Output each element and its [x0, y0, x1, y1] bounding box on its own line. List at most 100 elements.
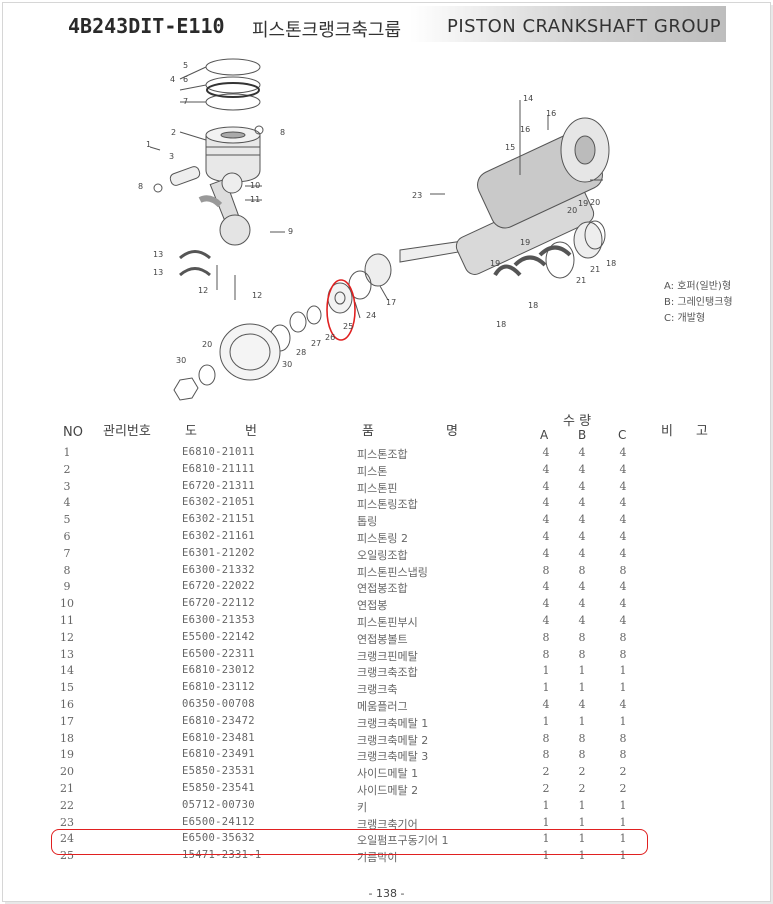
- row-qty-a: 1: [542, 815, 550, 829]
- callout-20b: 20: [590, 198, 600, 207]
- header-no: NO: [63, 425, 83, 440]
- row-qty-a: 4: [542, 580, 550, 594]
- row-no: 11: [60, 614, 74, 627]
- header-mgmt: 관리번호: [103, 424, 151, 439]
- row-qty-b: 8: [578, 647, 586, 661]
- row-qty-c: 1: [619, 664, 627, 678]
- row-qty-c: 1: [619, 832, 627, 846]
- row-no: 15: [60, 681, 74, 695]
- highlight-row-24: [51, 829, 648, 855]
- row-qty-a: 8: [542, 748, 550, 762]
- row-qty-a: 4: [542, 546, 550, 560]
- pulley: [219, 323, 281, 381]
- row-qty-a: 2: [542, 765, 550, 779]
- row-qty-a: 8: [542, 647, 550, 661]
- row-qty-a: 4: [542, 614, 550, 627]
- row-qty-a: 8: [542, 630, 550, 644]
- row-qty-c: 4: [619, 546, 627, 560]
- row-qty-a: 1: [542, 849, 550, 863]
- callout-13b: 13: [153, 268, 163, 277]
- row-qty-c: 4: [619, 530, 627, 543]
- exploded-parts-diagram: 4 5 6 7 2 1 3 8 8 10 11 9 13 13 12 12 14…: [138, 58, 616, 401]
- row-part-number: E6300-21353: [182, 614, 255, 626]
- row-part-number: E6300-21332: [182, 563, 255, 576]
- row-qty-a: 1: [542, 664, 550, 678]
- callout-19c: 19: [490, 259, 500, 268]
- callout-16: 16: [546, 109, 556, 118]
- row-qty-a: 1: [542, 798, 550, 812]
- row-qty-b: 8: [578, 731, 586, 745]
- callout-26: 27: [311, 339, 321, 348]
- row-part-name: 크랭크축기어: [357, 817, 418, 831]
- row-part-name: 피스톤링조합: [357, 498, 418, 512]
- row-qty-c: 8: [619, 731, 627, 745]
- callout-18b: 18: [528, 301, 538, 310]
- row-part-name: 연접봉: [357, 599, 388, 613]
- row-part-name: 피스톤: [357, 464, 388, 478]
- row-no: 12: [60, 630, 74, 644]
- row-part-number: E6302-21051: [182, 496, 255, 509]
- callout-13: 13: [153, 250, 163, 259]
- row-part-name: 메움플러그: [357, 700, 408, 713]
- row-qty-b: 1: [578, 714, 586, 728]
- row-qty-a: 4: [542, 446, 550, 459]
- row-part-name: 연접봉조합: [357, 582, 408, 596]
- row-qty-b: 8: [578, 630, 586, 644]
- callout-30: 30: [176, 356, 186, 365]
- callout-6: 6: [183, 75, 188, 84]
- callout-16b: 16: [520, 125, 530, 134]
- callout-9: 9: [288, 227, 293, 236]
- row-qty-a: 2: [542, 782, 550, 795]
- row-part-number: 05712-00730: [182, 798, 255, 811]
- row-part-name: 톱링: [357, 515, 378, 529]
- row-part-name: 오일링조합: [357, 548, 408, 562]
- row-qty-c: 4: [619, 614, 627, 627]
- header-remark-1: 비: [661, 424, 673, 439]
- callout-28: 30: [282, 360, 292, 369]
- row-qty-b: 4: [578, 614, 586, 627]
- row-qty-b: 4: [578, 513, 586, 527]
- row-no: 18: [60, 731, 74, 745]
- row-part-number: E6810-21011: [182, 446, 255, 458]
- row-no: 24: [60, 832, 74, 846]
- row-qty-a: 1: [542, 681, 550, 695]
- row-qty-a: 4: [542, 530, 550, 543]
- row-qty-c: 4: [619, 496, 627, 510]
- row-qty-c: 2: [619, 782, 627, 795]
- row-qty-a: 4: [542, 513, 550, 527]
- row-part-name: 피스톤조합: [357, 448, 408, 461]
- row-no: 16: [60, 698, 74, 711]
- row-part-number: E6720-22022: [182, 580, 255, 593]
- legend-a: A: 호퍼(일반)형: [664, 281, 732, 292]
- row-qty-c: 4: [619, 580, 627, 594]
- row-no: 21: [60, 782, 74, 795]
- row-qty-c: 4: [619, 698, 627, 711]
- row-qty-b: 1: [578, 849, 586, 863]
- callout-3: 3: [169, 152, 174, 161]
- row-part-number: E5850-23541: [182, 782, 255, 794]
- row-qty-b: 4: [578, 479, 586, 493]
- row-no: 14: [60, 664, 74, 678]
- row-qty-b: 1: [578, 815, 586, 829]
- row-qty-c: 4: [619, 513, 627, 527]
- row-qty-c: 8: [619, 563, 627, 577]
- row-no: 19: [60, 748, 74, 762]
- title-korean: 피스톤크랭크축그룹: [252, 20, 402, 41]
- row-no: 22: [60, 798, 74, 812]
- row-qty-c: 4: [619, 446, 627, 459]
- bearing-shell: [493, 264, 522, 277]
- header-c: C: [618, 428, 627, 442]
- row-no: 10: [60, 597, 74, 611]
- callout-7: 7: [183, 97, 188, 106]
- row-qty-a: 4: [542, 479, 550, 493]
